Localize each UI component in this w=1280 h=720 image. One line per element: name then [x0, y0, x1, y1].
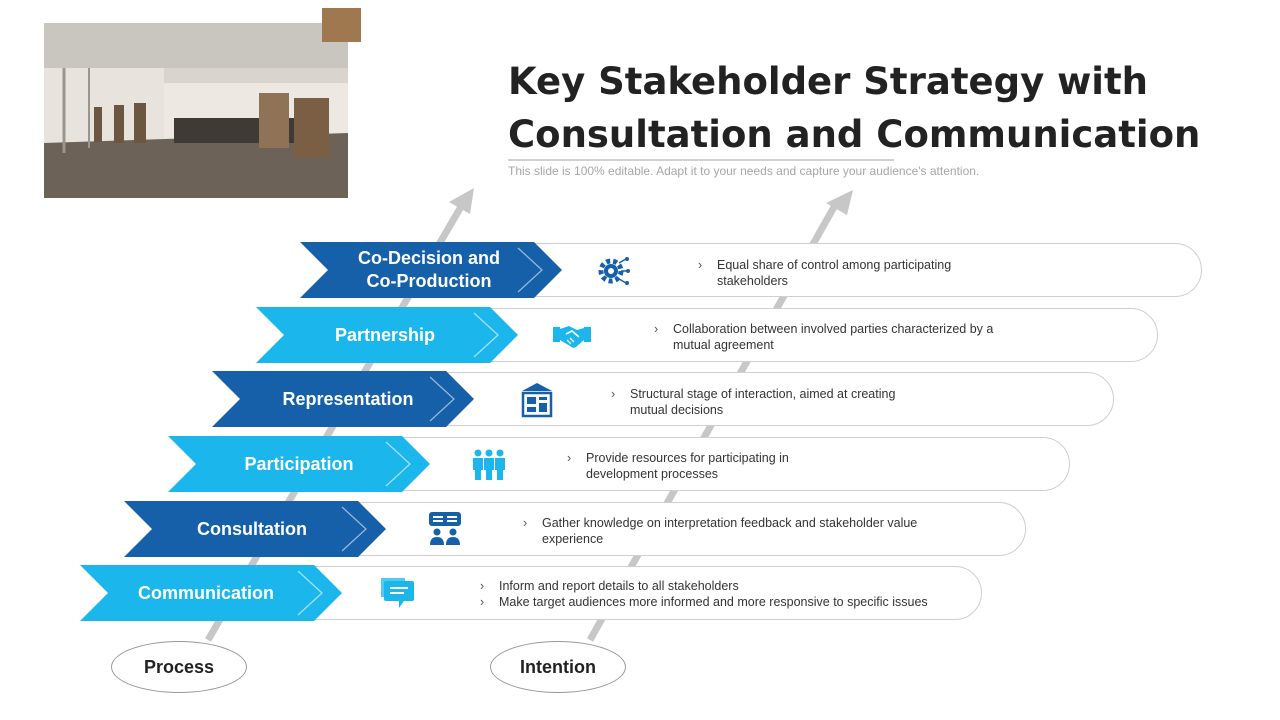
stage-chevron-partnership[interactable]: Partnership — [256, 307, 518, 363]
stage-row-representation — [382, 372, 1114, 426]
stage-chevron-consultation[interactable]: Consultation — [124, 501, 386, 557]
chat-bubbles-icon — [380, 576, 416, 612]
presentation-board-icon — [519, 382, 555, 418]
chevron-shape — [300, 242, 562, 298]
stage-row-co-decision — [470, 243, 1202, 297]
bullet-item: ›Inform and report details to all stakeh… — [480, 579, 739, 593]
bullet-item: ›Collaboration between involved parties … — [654, 322, 994, 352]
stage-chevron-communication[interactable]: Communication — [80, 565, 342, 621]
title-divider — [508, 159, 894, 161]
stage-label: Partnership — [334, 324, 436, 345]
meeting-chat-icon — [427, 511, 463, 547]
intention-label: Intention — [490, 641, 626, 693]
intention-arrowhead — [826, 190, 853, 215]
chevron-shape — [212, 371, 474, 427]
page-title-line1: Key Stakeholder Strategy with — [508, 60, 1148, 103]
bullet-item: ›Structural stage of interaction, aimed … — [611, 387, 896, 417]
chevron-shape — [124, 501, 386, 557]
bullet-item: ›Gather knowledge on interpretation feed… — [523, 516, 918, 546]
process-label: Process — [111, 641, 247, 693]
group-people-icon — [471, 447, 507, 483]
stage-description-representation: ›Structural stage of interaction, aimed … — [611, 386, 921, 418]
gear-network-icon — [595, 253, 631, 289]
chevron-shape — [256, 307, 518, 363]
stage-row-consultation — [294, 502, 1026, 556]
page-subtitle: This slide is 100% editable. Adapt it to… — [508, 164, 980, 178]
stage-row-communication — [250, 566, 982, 620]
stage-description-consultation: ›Gather knowledge on interpretation feed… — [523, 515, 953, 547]
photo-accent-block — [322, 8, 361, 42]
conference-room-photo — [44, 23, 348, 198]
bullet-item: ›Equal share of control among participat… — [698, 258, 952, 288]
stage-chevron-representation[interactable]: Representation — [212, 371, 474, 427]
stage-label: Participation — [244, 453, 354, 474]
chevron-shape — [168, 436, 430, 492]
stage-row-partnership — [426, 308, 1158, 362]
stage-row-participation — [338, 437, 1070, 491]
stage-label: Consultation — [197, 518, 307, 539]
stage-description-partnership: ›Collaboration between involved parties … — [654, 321, 1004, 353]
stage-chevron-participation[interactable]: Participation — [168, 436, 430, 492]
stage-description-communication: ›Inform and report details to all stakeh… — [480, 578, 960, 610]
process-arrowhead — [449, 188, 474, 214]
page-title-line2: Consultation and Communication — [508, 113, 1201, 156]
stage-label: Communication — [137, 582, 274, 603]
chevron-shape — [80, 565, 342, 621]
bullet-item: ›Make target audiences more informed and… — [480, 595, 928, 609]
stage-description-participation: ›Provide resources for participating in … — [567, 450, 837, 482]
bullet-item: ›Provide resources for participating in … — [567, 451, 789, 481]
stage-description-co-decision: ›Equal share of control among participat… — [698, 257, 988, 289]
handshake-icon — [552, 318, 591, 354]
stage-label: Representation — [282, 388, 414, 409]
